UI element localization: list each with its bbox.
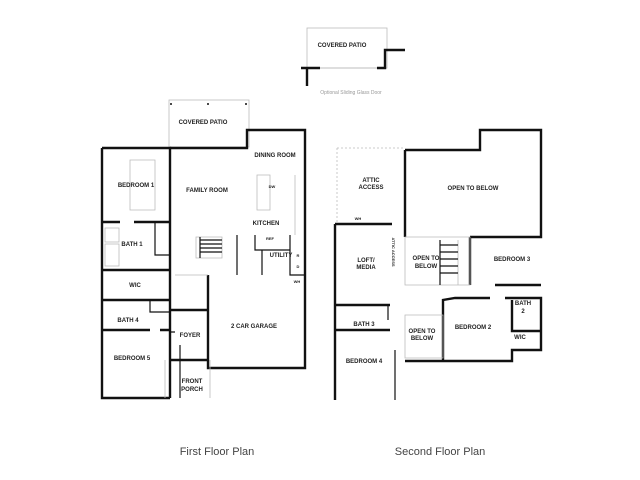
- room-label: REF: [266, 236, 275, 241]
- room-label: BEDROOM 2: [455, 325, 492, 331]
- room-label: BEDROOM 4: [346, 359, 383, 365]
- optional-patio-detail: COVERED PATIO Optional Sliding Glass Doo…: [301, 27, 405, 96]
- room-label: COVERED PATIO: [179, 120, 228, 126]
- room-label: 2 CAR GARAGE: [231, 324, 277, 330]
- optional-door-note: Optional Sliding Glass Door: [320, 90, 382, 96]
- room-label: WIC: [514, 335, 526, 341]
- room-label: R: [297, 253, 300, 258]
- room-label: DW: [269, 184, 276, 189]
- room-label: WH: [355, 216, 362, 221]
- room-label: OPEN TO: [409, 329, 436, 335]
- room-label: BELOW: [415, 264, 438, 270]
- room-label: UTILITY: [270, 253, 293, 259]
- room-label: MEDIA: [356, 265, 376, 271]
- first-floor-plan: COVERED PATIO DINING ROOM BEDROOM 1 FAMI…: [100, 99, 307, 458]
- room-label: DINING ROOM: [254, 153, 295, 159]
- room-label: BATH 3: [353, 322, 375, 328]
- room-label: ATTIC: [362, 178, 380, 184]
- room-label: BATH 4: [117, 318, 139, 324]
- room-label: BATH: [515, 301, 531, 307]
- room-label: LOFT/: [357, 258, 375, 264]
- room-label: FOYER: [180, 333, 201, 339]
- room-label: D: [297, 264, 300, 269]
- room-label: BEDROOM 5: [114, 356, 151, 362]
- room-label: PORCH: [181, 387, 203, 393]
- room-label: ACCESS: [358, 185, 383, 191]
- second-floor-caption: Second Floor Plan: [395, 446, 486, 458]
- room-label: BEDROOM 1: [118, 183, 155, 189]
- optional-patio-label: COVERED PATIO: [318, 43, 367, 49]
- room-label: BELOW: [411, 336, 434, 342]
- room-label: OPEN TO: [413, 256, 440, 262]
- room-label: BATH 1: [121, 242, 143, 248]
- first-floor-caption: First Floor Plan: [180, 446, 255, 458]
- room-label: ATTIC ACCESS: [391, 237, 396, 266]
- room-label: 2: [521, 309, 525, 315]
- room-label: FRONT: [182, 379, 203, 385]
- room-label: BEDROOM 3: [494, 257, 531, 263]
- room-label: FAMILY ROOM: [186, 188, 228, 194]
- room-label: OPEN TO BELOW: [448, 186, 499, 192]
- room-label: WH: [294, 279, 301, 284]
- room-label: WIC: [129, 283, 141, 289]
- second-floor-plan: ATTIC ACCESS OPEN TO BELOW WH LOFT/ MEDI…: [333, 128, 543, 458]
- room-label: KITCHEN: [253, 221, 280, 227]
